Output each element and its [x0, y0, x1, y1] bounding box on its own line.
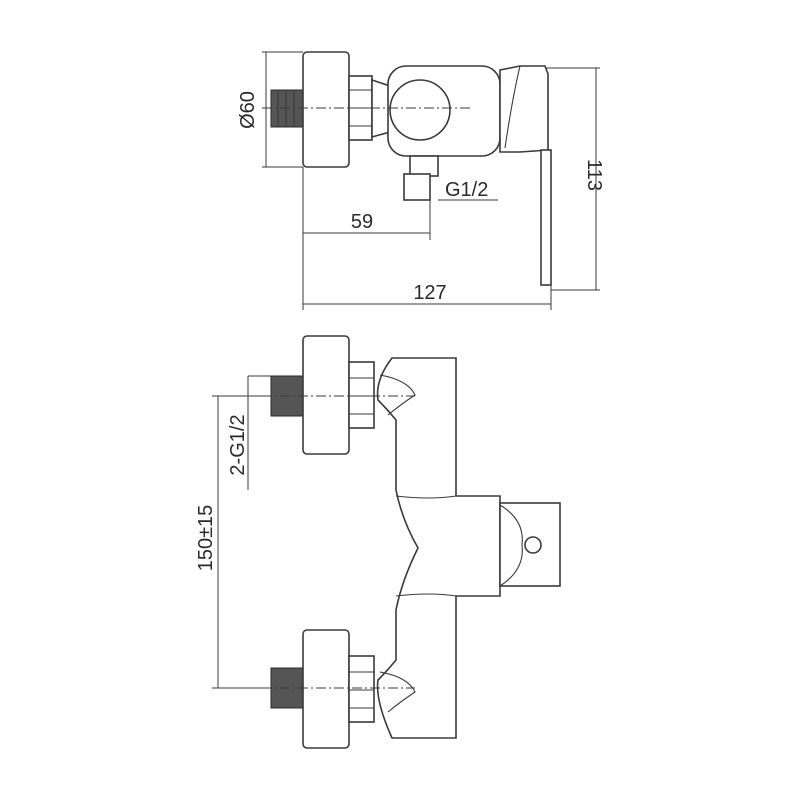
dim-59-label: 59	[351, 211, 373, 233]
handle-screw-hole	[524, 536, 542, 554]
lower-escutcheon	[302, 629, 350, 749]
upper-escutcheon	[302, 335, 350, 455]
dim-113: 113	[545, 67, 605, 291]
top-handle-lever	[499, 65, 549, 153]
dim-diameter: Ø60	[237, 51, 303, 168]
dim-127-label: 127	[413, 282, 446, 304]
dim-diameter-label: Ø60	[237, 91, 259, 129]
front-valve-body	[376, 357, 501, 739]
dim-spacing: 150±15	[195, 395, 271, 689]
top-view: Ø60 G1/2 59 127 113	[237, 51, 605, 310]
dim-59: 59	[302, 167, 431, 310]
dim-113-label: 113	[583, 159, 605, 191]
outlet-thread-label: G1/2	[445, 179, 488, 201]
dim-outlet: G1/2	[438, 179, 498, 201]
upper-inlet	[262, 335, 415, 455]
dim-inlet-thread: 2-G1/2	[227, 375, 271, 490]
inlet-thread-label: 2-G1/2	[227, 414, 249, 475]
top-handle-stem	[540, 149, 552, 286]
top-outlet-spout	[403, 155, 439, 201]
lower-inlet	[262, 629, 415, 749]
spacing-label: 150±15	[195, 505, 217, 572]
front-handle-cap	[499, 502, 561, 587]
top-cartridge-circle	[389, 79, 451, 141]
front-view: 2-G1/2 150±15	[195, 335, 561, 749]
dim-127: 127	[303, 282, 552, 310]
top-escutcheon	[302, 51, 350, 168]
